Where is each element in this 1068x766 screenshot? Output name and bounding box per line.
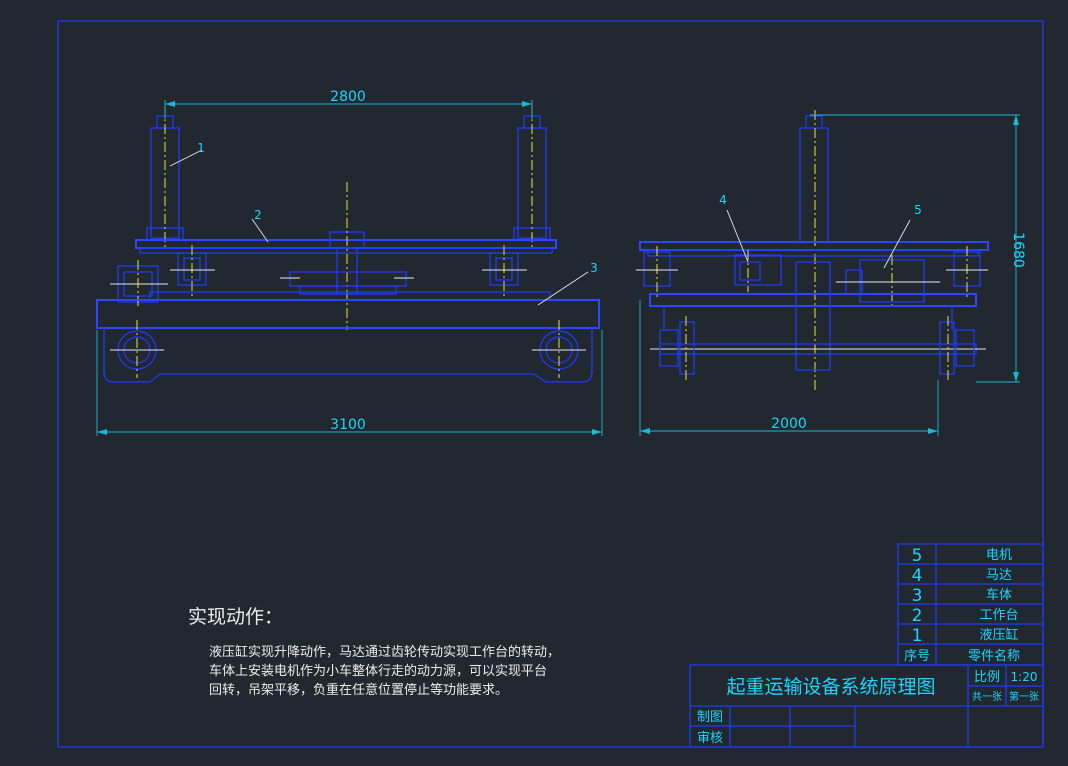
parts-row-name: 电机 [986,548,1012,563]
parts-row-no: 3 [912,586,923,606]
part-label-4: 4 [719,193,727,207]
part-label-5: 5 [914,203,922,217]
side-bottom-dimension: 2000 [771,416,807,432]
notes-line: 液压缸实现升降动作，马达通过齿轮传动实现工作台的转动， [209,644,560,660]
parts-row-name: 车体 [986,587,1012,603]
front-bottom-dimension: 3100 [330,417,366,433]
total-sheets: 共一张 [972,691,1002,703]
title-block-grid [689,664,1044,748]
parts-row-no: 5 [912,546,923,566]
parts-row-name: 工作台 [979,608,1018,623]
parts-row-no: 1 [912,626,923,646]
scale-label: 比例 [974,670,1000,685]
checked-by-label: 审核 [697,731,723,746]
drawing-title: 起重运输设备系统原理图 [726,676,935,698]
side-height-dimension: 1680 [1010,232,1026,268]
drawn-by-label: 制图 [697,710,723,725]
parts-row-name: 液压缸 [979,627,1018,643]
parts-row-name: 马达 [986,568,1012,583]
notes-line: 车体上安装电机作为小车整体行走的动力源，可以实现平台 [209,663,547,679]
side-view [636,110,1020,436]
parts-header-name: 零件名称 [968,648,1020,664]
part-label-2: 2 [254,208,262,222]
parts-header-no: 序号 [904,649,930,664]
part-label-1: 1 [197,141,205,155]
notes-heading: 实现动作： [188,606,283,628]
notes-line: 回转，吊架平移，负重在任意位置停止等功能要求。 [209,682,508,698]
scale-value: 1:20 [1011,670,1038,684]
parts-row-no: 4 [912,566,923,586]
part-label-3: 3 [590,261,598,275]
sheet-number: 第一张 [1009,690,1039,703]
parts-row-no: 2 [912,606,923,626]
front-view [96,100,603,436]
drawing-frame [57,20,1044,748]
front-top-dimension: 2800 [330,89,366,105]
